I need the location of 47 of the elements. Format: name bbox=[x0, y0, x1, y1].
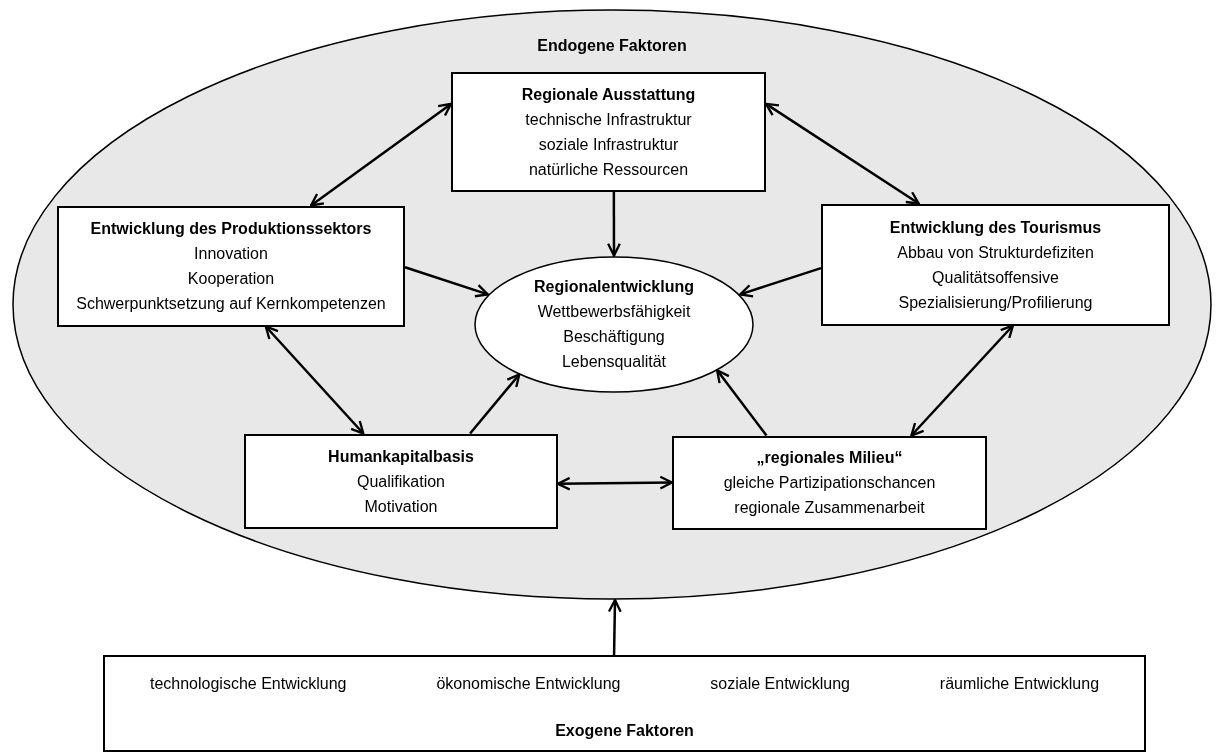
process-box bbox=[672, 435, 987, 530]
box-heading: Entwicklung des Produktionssektors bbox=[90, 219, 372, 239]
factor-text: ökonomische Entwicklung bbox=[436, 674, 621, 694]
box-text: Beschäftigung bbox=[563, 327, 665, 347]
box-text: gleiche Partizipationschancen bbox=[723, 473, 936, 493]
arrow bbox=[716, 369, 768, 437]
box-text: natürliche Ressourcen bbox=[528, 159, 689, 180]
process-box bbox=[57, 205, 405, 327]
factor-text: technologische Entwicklung bbox=[149, 674, 347, 694]
arrow bbox=[764, 102, 920, 205]
box-text: Qualitätsoffensive bbox=[932, 267, 1059, 288]
arrow bbox=[264, 325, 365, 435]
box-text: technische Infrastruktur bbox=[525, 109, 692, 130]
process-box bbox=[821, 203, 1170, 326]
box-heading: „regionales Milieu“ bbox=[756, 448, 903, 468]
arrow bbox=[910, 324, 1015, 437]
arrow bbox=[556, 475, 674, 491]
arrow bbox=[309, 102, 453, 207]
box-heading: Exogene Faktoren bbox=[555, 721, 694, 741]
box-text: Motivation bbox=[364, 496, 438, 517]
box-text: soziale Infrastruktur bbox=[538, 134, 679, 155]
box-text: regionale Zusammenarbeit bbox=[734, 498, 925, 518]
arrow bbox=[404, 266, 489, 298]
box-heading: Entwicklung des Tourismus bbox=[889, 217, 1102, 238]
factor-text: räumliche Entwicklung bbox=[939, 674, 1100, 694]
process-box bbox=[244, 433, 558, 529]
ellipse-node bbox=[12, 9, 1212, 600]
box-text: Spezialisierung/Profilierung bbox=[898, 292, 1093, 313]
ellipse-node bbox=[474, 255, 754, 393]
box-text: Innovation bbox=[194, 244, 268, 264]
box-text: Schwerpunktsetzung auf Kernkompetenzen bbox=[76, 294, 386, 314]
box-heading: Regionalentwicklung bbox=[534, 277, 694, 297]
box-text: Kooperation bbox=[187, 269, 275, 289]
box-text: Qualifikation bbox=[356, 471, 445, 492]
group-heading: Endogene Faktoren bbox=[537, 36, 687, 56]
arrow bbox=[739, 266, 822, 298]
process-box bbox=[451, 71, 766, 192]
box-text: Abbau von Strukturdefiziten bbox=[897, 242, 1094, 263]
box-heading: Humankapitalbasis bbox=[328, 446, 474, 467]
box-heading: Regionale Ausstattung bbox=[521, 84, 696, 105]
arrow bbox=[469, 373, 521, 435]
box-text: Lebensqualität bbox=[561, 352, 667, 372]
arrow bbox=[606, 191, 621, 257]
process-box bbox=[103, 655, 1146, 752]
box-text: Wettbewerbsfähigkeit bbox=[537, 302, 691, 322]
factor-text: soziale Entwicklung bbox=[710, 674, 850, 694]
arrow bbox=[607, 598, 622, 656]
